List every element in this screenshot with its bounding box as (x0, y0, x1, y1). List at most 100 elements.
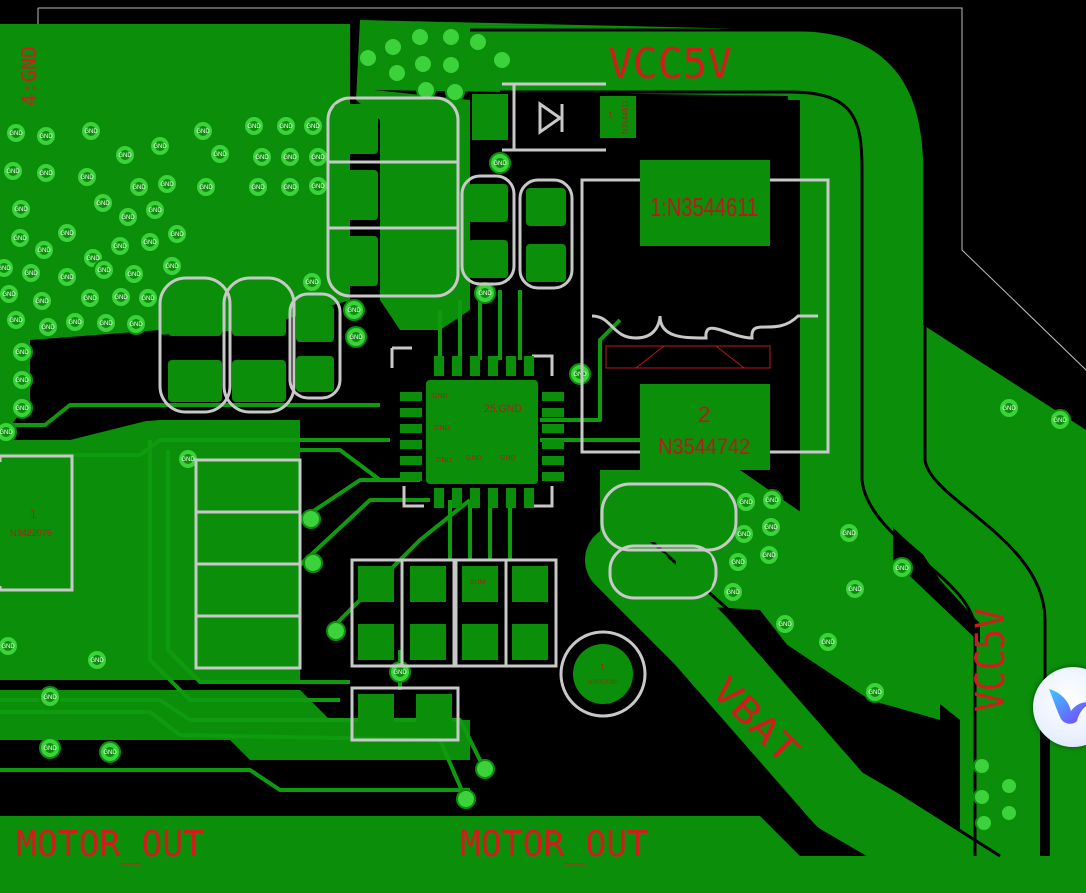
gnd-via[interactable]: GND (474, 282, 496, 304)
gnd-via[interactable]: GND (817, 631, 839, 653)
gnd-via[interactable]: GND (891, 557, 913, 579)
gnd-via[interactable]: GND (275, 115, 297, 137)
inductor-pad2-net: N3544742 (658, 434, 750, 459)
gnd-via[interactable]: GND (727, 551, 749, 573)
gnd-via[interactable]: GND (177, 448, 199, 470)
gnd-via[interactable]: GND (11, 341, 33, 363)
gnd-via[interactable]: GND (307, 146, 329, 168)
gnd-via[interactable]: GND (998, 397, 1020, 419)
gnd-via-label: GND (311, 184, 325, 190)
gnd-via[interactable]: GND (569, 363, 591, 385)
gnd-via[interactable]: GND (137, 287, 159, 309)
gnd-via-label: GND (60, 231, 74, 237)
gnd-via-label: GND (132, 185, 146, 191)
gnd-via[interactable]: GND (110, 286, 132, 308)
gnd-via[interactable]: GND (95, 312, 117, 334)
gnd-via[interactable]: GND (251, 146, 273, 168)
gnd-via[interactable]: GND (735, 491, 757, 513)
gnd-via[interactable]: GND (33, 239, 55, 261)
gnd-via[interactable]: GND (109, 235, 131, 257)
gnd-via[interactable]: GND (56, 222, 78, 244)
gnd-via[interactable]: GND (345, 326, 367, 348)
gnd-via[interactable]: GND (161, 255, 183, 277)
gnd-via-label: GND (118, 153, 132, 159)
gnd-via[interactable]: GND (0, 421, 17, 443)
gnd-via[interactable]: GND (243, 115, 265, 137)
gnd-via[interactable]: GND (760, 516, 782, 538)
gnd-via[interactable]: GND (209, 143, 231, 165)
gnd-pad-4[interactable] (0, 38, 46, 116)
gnd-via[interactable]: GND (761, 489, 783, 511)
gnd-via[interactable]: GND (92, 192, 114, 214)
ic-pin (452, 488, 462, 508)
gnd-via[interactable]: GND (99, 741, 121, 763)
ic-pin (400, 456, 422, 465)
gnd-via[interactable]: GND (774, 613, 796, 635)
gnd-via[interactable]: GND (279, 176, 301, 198)
gnd-via-label: GND (60, 275, 74, 281)
gnd-via[interactable]: GND (114, 144, 136, 166)
gnd-via[interactable]: GND (156, 173, 178, 195)
gnd-via[interactable]: GND (838, 522, 860, 544)
gnd-via[interactable]: GND (35, 162, 57, 184)
gnd-via[interactable]: GND (144, 199, 166, 221)
gnd-via[interactable]: GND (39, 686, 61, 708)
gnd-via[interactable]: GND (2, 160, 24, 182)
gnd-via[interactable]: GND (343, 299, 365, 321)
ic-pin (542, 440, 564, 449)
gnd-via[interactable]: GND (0, 257, 15, 279)
ic-pin (542, 392, 564, 401)
gnd-via[interactable]: GND (37, 316, 59, 338)
gnd-via[interactable]: GND (93, 259, 115, 281)
gnd-via[interactable]: GND (307, 175, 329, 197)
gnd-via[interactable]: GND (489, 152, 511, 174)
gnd-via[interactable]: GND (139, 231, 161, 253)
gnd-via[interactable]: GND (64, 311, 86, 333)
gnd-via[interactable]: GND (11, 397, 33, 419)
gnd-via[interactable]: GND (10, 198, 32, 220)
gnd-via-label: GND (306, 124, 320, 130)
gnd-via[interactable]: GND (35, 125, 57, 147)
gnd-via[interactable]: GND (166, 223, 188, 245)
gnd-via[interactable]: GND (758, 544, 780, 566)
gnd-via[interactable]: GND (11, 369, 33, 391)
gnd-via[interactable]: GND (864, 681, 886, 703)
gnd-via[interactable]: GND (192, 120, 214, 142)
gnd-via-label: GND (141, 296, 155, 302)
gnd-via[interactable]: GND (5, 122, 27, 144)
gnd-via[interactable]: GND (1049, 409, 1071, 431)
gnd-via-label: GND (349, 335, 363, 341)
gnd-via[interactable]: GND (279, 146, 301, 168)
gnd-via[interactable]: GND (844, 578, 866, 600)
inductor-pad-2[interactable] (640, 384, 770, 470)
gnd-via[interactable]: GND (86, 649, 108, 671)
gnd-via[interactable]: GND (302, 115, 324, 137)
gnd-via[interactable]: GND (20, 262, 42, 284)
gnd-via[interactable]: GND (76, 166, 98, 188)
gnd-via[interactable]: GND (195, 176, 217, 198)
gnd-via-label: GND (35, 299, 49, 305)
gnd-via[interactable]: GND (56, 266, 78, 288)
gnd-via[interactable]: GND (117, 206, 139, 228)
gnd-via[interactable]: GND (123, 263, 145, 285)
gnd-via[interactable]: GND (79, 287, 101, 309)
ic-pin (470, 488, 480, 508)
gnd-via[interactable]: GND (301, 271, 323, 293)
gnd-via[interactable]: GND (9, 227, 31, 249)
gnd-via[interactable]: GND (31, 290, 53, 312)
ic-exposed-pad[interactable] (426, 380, 538, 484)
inductor-pad-1[interactable] (640, 160, 770, 246)
gnd-via[interactable]: GND (247, 176, 269, 198)
gnd-via[interactable]: GND (0, 283, 20, 305)
gnd-via[interactable]: GND (39, 737, 61, 759)
gnd-via[interactable]: GND (80, 120, 102, 142)
gnd-via[interactable]: GND (128, 176, 150, 198)
gnd-via[interactable]: GND (722, 581, 744, 603)
gnd-via-label: GND (68, 320, 82, 326)
gnd-via[interactable]: GND (125, 313, 147, 335)
gnd-via[interactable]: GND (149, 135, 171, 157)
gnd-via[interactable]: GND (5, 309, 27, 331)
gnd-via[interactable]: GND (0, 635, 19, 657)
